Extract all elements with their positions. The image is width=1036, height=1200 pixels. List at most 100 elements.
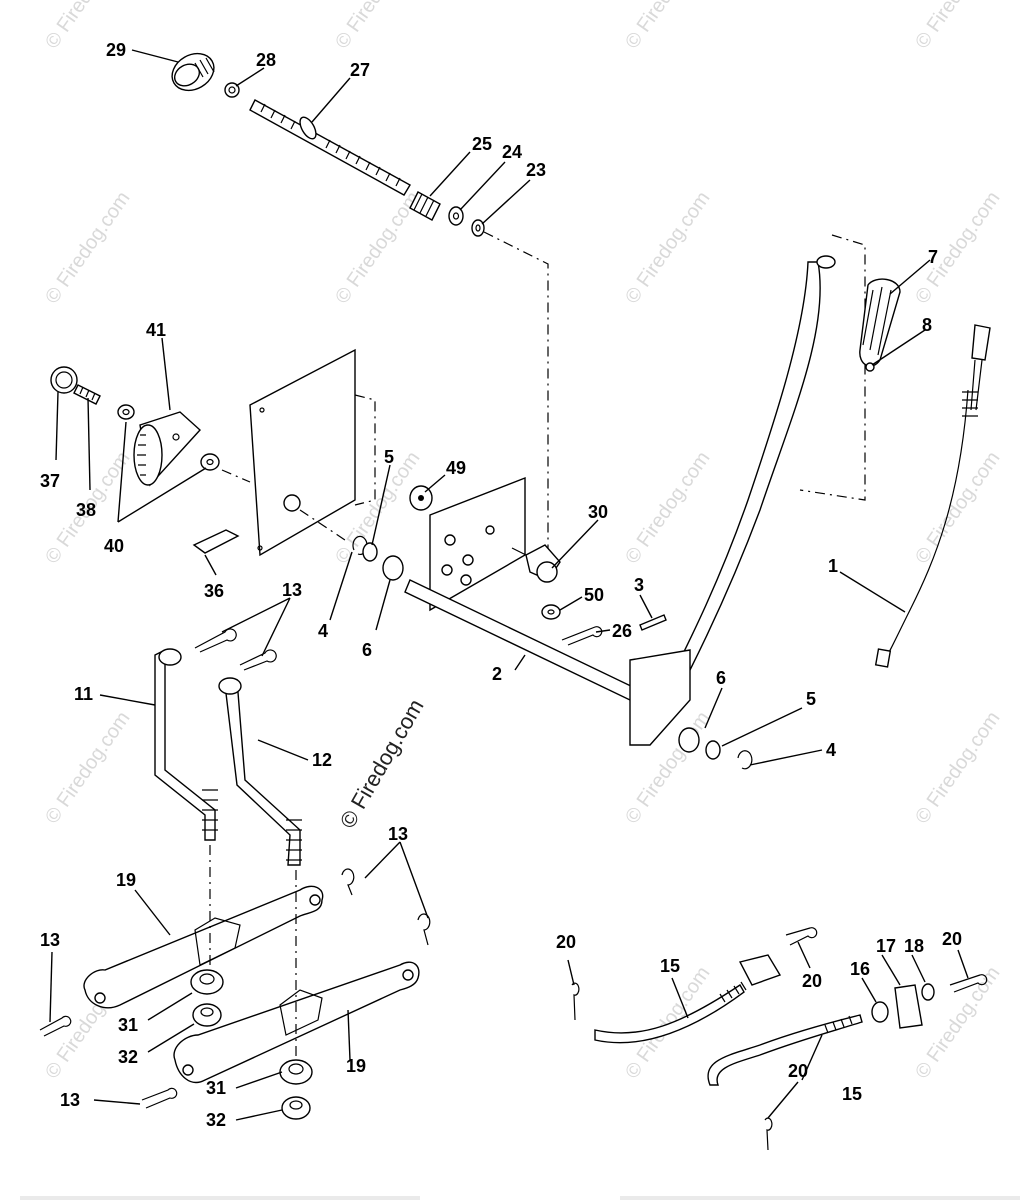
callout-6b: 6 (716, 668, 726, 688)
link-part-11 (154, 648, 216, 841)
callout-38: 38 (76, 500, 96, 520)
clip-part-36 (192, 529, 240, 554)
callout-29: 29 (106, 40, 126, 60)
nut-part-16 (871, 1001, 889, 1023)
watermark: © Firedog.com (41, 708, 134, 828)
shaft-bracket-assembly (352, 476, 753, 770)
callout-16: 16 (850, 959, 870, 979)
hairpin-part-13c (341, 868, 355, 896)
lift-link-assembly (39, 628, 431, 1120)
callout-4b: 4 (826, 740, 836, 760)
hairpin-part-13d (417, 913, 431, 946)
callout-15: 15 (660, 956, 680, 976)
washer-part-31a (190, 969, 224, 995)
callout-1: 1 (828, 556, 838, 576)
watermark: © Firedog.com (621, 0, 714, 53)
link-part-12 (224, 678, 301, 866)
adjuster-rod-assembly (571, 927, 988, 1151)
washer-part-5b (705, 740, 721, 760)
callout-49: 49 (446, 458, 466, 478)
watermark: © Firedog.com (911, 448, 1004, 568)
washer-part-40b (200, 453, 220, 471)
threaded-rod-part-27 (249, 99, 411, 196)
grip-part-7 (859, 278, 901, 367)
bushing-part-6b (678, 727, 700, 753)
watermark: © Firedog.com (911, 708, 1004, 828)
callout-5: 5 (384, 447, 394, 467)
callout-13b: 13 (388, 824, 408, 844)
nut-part-28 (224, 82, 240, 98)
hairpin-part-13a (194, 628, 237, 653)
callout-30: 30 (588, 502, 608, 522)
watermark: © Firedog.com (621, 963, 714, 1083)
callout-5b: 5 (806, 689, 816, 709)
callout-13d: 13 (60, 1090, 80, 1110)
callout-25: 25 (472, 134, 492, 154)
footer-bar-left (20, 1196, 420, 1200)
bushing-part-6 (382, 555, 404, 581)
hairpin-part-13e (39, 1015, 72, 1037)
watermark: © Firedog.com (621, 448, 714, 568)
callout-labels: 29 28 27 25 24 23 41 37 38 40 36 5 49 30… (40, 40, 962, 1130)
callout-15b: 15 (842, 1084, 862, 1104)
callout-19b: 19 (346, 1056, 366, 1076)
callout-4: 4 (318, 621, 328, 641)
callout-13: 13 (282, 580, 302, 600)
callout-20b: 20 (802, 971, 822, 991)
watermark: © Firedog.com (331, 0, 424, 53)
nut-part-32a (192, 1003, 222, 1027)
arm-part-19b (173, 961, 420, 1084)
callout-8: 8 (922, 315, 932, 335)
block-part-a (738, 954, 782, 986)
watermark: © Firedog.com (911, 0, 1004, 53)
callout-17: 17 (876, 936, 896, 956)
callout-13c: 13 (40, 930, 60, 950)
shaft-part-2 (404, 579, 661, 713)
callout-27: 27 (350, 60, 370, 80)
callout-11: 11 (74, 684, 93, 704)
callout-24: 24 (502, 142, 522, 162)
spring-part-25 (409, 191, 441, 221)
footer-bar-right (620, 1196, 1020, 1200)
callout-18: 18 (904, 936, 924, 956)
callout-50: 50 (584, 585, 604, 605)
callout-32: 32 (118, 1047, 138, 1067)
watermark: © Firedog.com (41, 188, 134, 308)
callout-20c: 20 (942, 929, 962, 949)
pin-part-26 (561, 626, 603, 646)
callout-26: 26 (612, 621, 632, 641)
control-panel-assembly (50, 348, 376, 557)
leader-lines (49, 49, 969, 1121)
rod-part-15b (707, 1014, 863, 1086)
washer-part-40a (117, 404, 135, 420)
center-watermark: © Firedog.com (335, 695, 429, 833)
callout-3: 3 (634, 575, 644, 595)
block-part-17 (894, 984, 923, 1029)
callout-19: 19 (116, 870, 136, 890)
rod-part-15a (594, 984, 745, 1044)
callout-7: 7 (928, 247, 938, 267)
hairpin-part-13f (141, 1087, 178, 1109)
bracket-plate (429, 476, 526, 612)
callout-31b: 31 (206, 1078, 226, 1098)
lift-lever-assembly (629, 234, 991, 746)
callout-20: 20 (556, 932, 576, 952)
callout-41: 41 (146, 320, 166, 340)
side-panel (249, 348, 356, 557)
nut-part-32b (281, 1096, 311, 1120)
ring-part-37 (50, 366, 78, 394)
callout-6: 6 (362, 640, 372, 660)
cable-part-1 (971, 324, 991, 361)
watermark: © Firedog.com (911, 188, 1004, 308)
callout-2: 2 (492, 664, 502, 684)
nut-part-18 (921, 983, 935, 1001)
callout-40: 40 (104, 536, 124, 556)
adjuster-knob-assembly (171, 52, 549, 560)
washer-part-23 (471, 219, 485, 237)
callout-32b: 32 (206, 1110, 226, 1130)
callout-20d: 20 (788, 1061, 808, 1081)
arm-part-19a (83, 885, 324, 1009)
washer-part-5 (362, 542, 378, 562)
key-part-3 (639, 614, 667, 631)
callout-36: 36 (204, 581, 224, 601)
